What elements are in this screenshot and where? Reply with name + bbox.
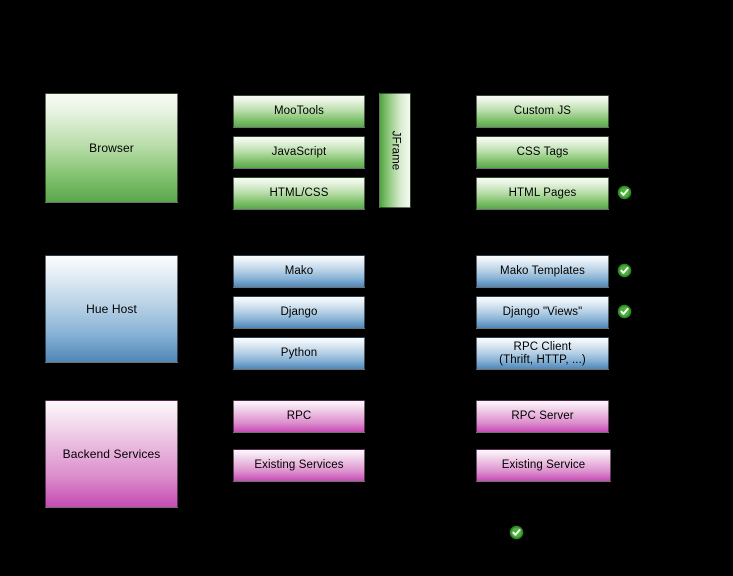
- app-item-existing-service-label: Existing Service: [501, 459, 586, 471]
- tier-panel-hue-host: Hue Host: [45, 255, 178, 363]
- stack-item-html-css: HTML/CSS: [233, 177, 365, 210]
- stack-item-rpc-label: RPC: [286, 410, 312, 422]
- stack-item-mako-label: Mako: [284, 265, 314, 277]
- tier-panel-hue-host-label: Hue Host: [86, 301, 137, 316]
- app-item-existing-service: Existing Service: [476, 449, 611, 482]
- app-item-custom-js-label: Custom JS: [513, 105, 572, 117]
- stack-item-python: Python: [233, 337, 365, 370]
- tier-panel-backend-services-label: Backend Services: [62, 446, 161, 461]
- stack-item-rpc: RPC: [233, 400, 365, 433]
- app-item-rpc-server-label: RPC Server: [511, 410, 574, 422]
- stack-item-django-label: Django: [280, 306, 318, 318]
- app-item-django-views: Django "Views": [476, 296, 609, 329]
- check-circle-icon-django-views: [617, 304, 632, 319]
- tier-panel-backend-services: Backend Services: [45, 400, 178, 508]
- stack-item-html-css-label: HTML/CSS: [269, 187, 329, 199]
- app-item-rpc-client: RPC Client (Thrift, HTTP, ...): [476, 337, 609, 370]
- app-item-django-views-label: Django "Views": [502, 306, 583, 318]
- app-item-html-pages-label: HTML Pages: [508, 187, 577, 199]
- stack-item-javascript-label: JavaScript: [271, 146, 327, 158]
- stack-item-django: Django: [233, 296, 365, 329]
- check-circle-icon-html-pages: [617, 185, 632, 200]
- stack-item-mako: Mako: [233, 255, 365, 288]
- app-item-html-pages: HTML Pages: [476, 177, 609, 210]
- app-item-rpc-server: RPC Server: [476, 400, 609, 433]
- stack-item-python-label: Python: [280, 347, 318, 359]
- app-item-css-tags: CSS Tags: [476, 136, 609, 169]
- jframe-bridge-label: JFrame: [389, 130, 402, 171]
- stack-item-javascript: JavaScript: [233, 136, 365, 169]
- jframe-bridge: JFrame: [379, 93, 411, 208]
- stack-item-mootools: MooTools: [233, 95, 365, 128]
- check-circle-icon-mako-templates: [617, 263, 632, 278]
- app-item-custom-js: Custom JS: [476, 95, 609, 128]
- tier-panel-browser-label: Browser: [89, 140, 134, 155]
- stack-item-existing-services: Existing Services: [233, 449, 365, 482]
- tier-panel-browser: Browser: [45, 93, 178, 203]
- app-item-mako-templates: Mako Templates: [476, 255, 609, 288]
- app-item-css-tags-label: CSS Tags: [516, 146, 569, 158]
- app-item-mako-templates-label: Mako Templates: [500, 265, 585, 277]
- stack-item-mootools-label: MooTools: [273, 105, 325, 117]
- app-item-rpc-client-label: RPC Client (Thrift, HTTP, ...): [499, 340, 586, 366]
- check-circle-icon-legend: [509, 525, 524, 540]
- stack-item-existing-services-label: Existing Services: [254, 459, 344, 471]
